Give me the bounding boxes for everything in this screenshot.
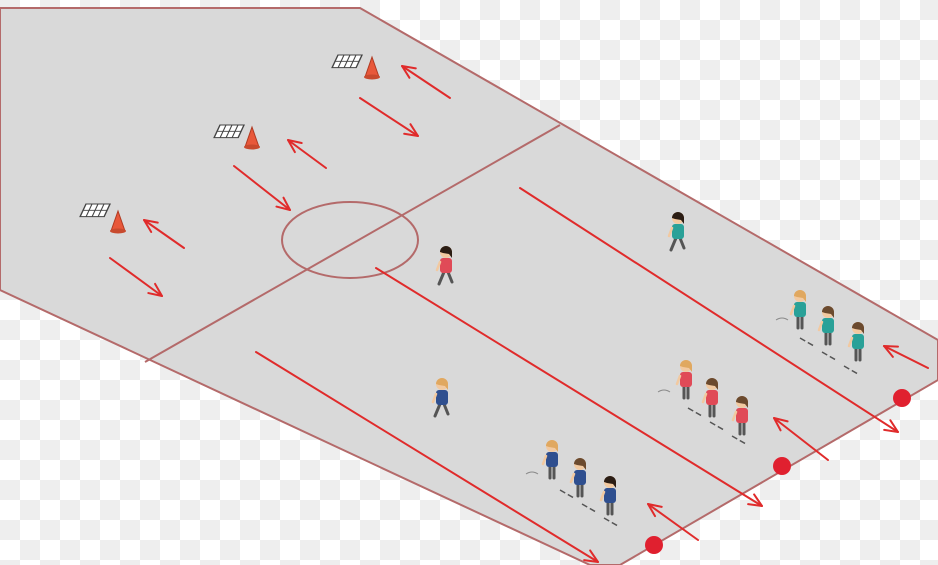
ladder-icon (214, 125, 244, 138)
start-marker-dot (893, 389, 911, 407)
ladder-icon (80, 204, 110, 217)
start-marker-dot (645, 536, 663, 554)
ladder-icon (332, 55, 362, 68)
start-marker-dot (773, 457, 791, 475)
